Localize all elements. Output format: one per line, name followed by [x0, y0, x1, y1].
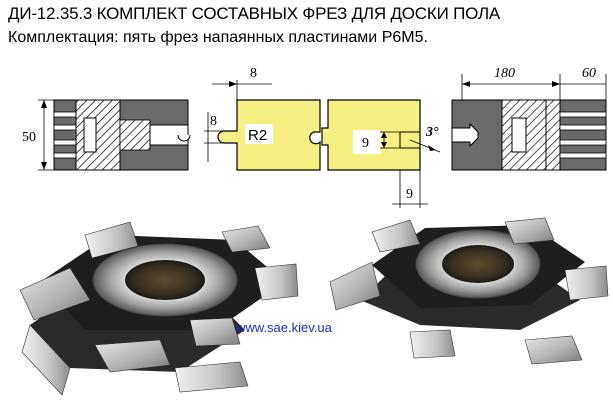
photo-right-cutter-set: [329, 217, 609, 365]
angle-label: 3°: [425, 125, 439, 140]
dim-left-depth-label: 8: [210, 114, 217, 129]
radius-label: R2: [248, 127, 267, 144]
dim-bottom-label: 9: [406, 187, 413, 202]
website-link[interactable]: www.sae.kiev.ua: [236, 320, 332, 335]
photo-left-cutter-set: [19, 221, 299, 396]
dim-height-label: 50: [22, 130, 36, 145]
board-profile: 8 8 R2 9 3° 9: [204, 66, 441, 208]
left-cutter-section: 50: [22, 99, 191, 171]
page-subtitle: Комплектация: пять фрез напаянных пласти…: [8, 29, 428, 46]
dim-diameter-label: 180: [494, 66, 515, 81]
dim-groove-depth-label: 9: [362, 136, 369, 151]
dim-width-label: 60: [582, 66, 596, 81]
right-cutter-section: 180 60: [451, 66, 607, 171]
dim-top-gap-label: 8: [250, 66, 257, 81]
page-title: ДИ-12.35.3 КОМПЛЕКТ СОСТАВНЫХ ФРЕЗ ДЛЯ Д…: [8, 4, 501, 23]
